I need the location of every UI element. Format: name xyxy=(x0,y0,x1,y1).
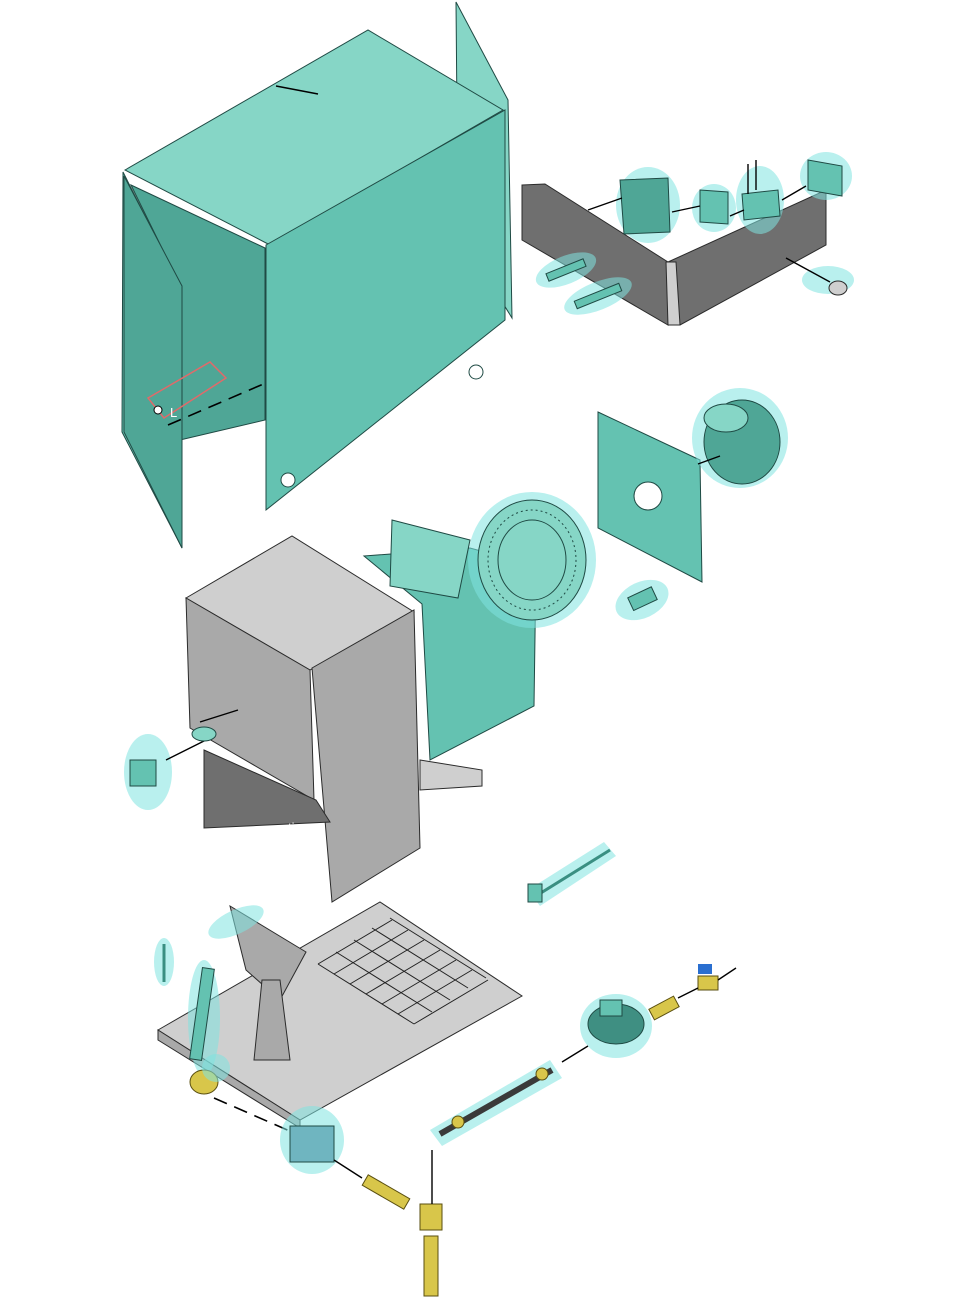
heat-exchanger-side-plate[interactable] xyxy=(311,609,421,903)
burner-grid xyxy=(317,917,489,1025)
bracket-component[interactable] xyxy=(800,152,852,200)
gas-train-assembly[interactable] xyxy=(189,964,737,1297)
orifice-elbow[interactable] xyxy=(189,1054,230,1095)
motor-mount-hole xyxy=(633,481,663,511)
front-panel-hole xyxy=(280,472,296,488)
brass-drip-leg[interactable] xyxy=(423,1235,439,1297)
burner-screw[interactable] xyxy=(204,898,269,945)
capacitor-clip[interactable] xyxy=(609,572,675,628)
motor-assembly[interactable] xyxy=(597,388,788,628)
heat-exchanger-assembly[interactable]: ting xyxy=(124,535,483,903)
heat-exchanger-label-partial: ting xyxy=(288,820,309,835)
control-board[interactable] xyxy=(616,167,680,243)
cabinet-top-panel[interactable] xyxy=(123,29,504,246)
shutoff-valve[interactable] xyxy=(697,964,719,991)
blower-motor[interactable] xyxy=(692,388,788,488)
grommet-plug[interactable] xyxy=(785,257,854,296)
brass-nipple-1[interactable] xyxy=(361,1174,411,1210)
terminal-screw-upper[interactable] xyxy=(531,245,601,295)
cabinet-front-door[interactable] xyxy=(123,175,183,549)
control-box-assembly[interactable] xyxy=(521,152,854,326)
heat-exchanger-base[interactable] xyxy=(203,749,331,829)
pressure-regulator[interactable] xyxy=(580,994,652,1058)
terminal-screw-lower[interactable] xyxy=(559,270,636,323)
limit-switch[interactable] xyxy=(124,734,172,810)
ignitor-rod[interactable] xyxy=(154,938,174,986)
cabinet-front-panel[interactable] xyxy=(265,109,506,512)
cabinet-assembly[interactable]: L xyxy=(121,1,513,549)
heat-exchanger-shelf xyxy=(419,759,483,791)
control-box-lip xyxy=(665,261,681,326)
ignitor-bracket[interactable] xyxy=(188,960,220,1076)
brass-tee[interactable] xyxy=(419,1203,443,1231)
blower-wheel[interactable] xyxy=(468,492,596,628)
gas-valve[interactable] xyxy=(280,1106,344,1174)
brass-nipple-2[interactable] xyxy=(648,995,680,1021)
blower-housing-assembly[interactable] xyxy=(362,492,596,761)
flex-connector[interactable] xyxy=(430,1060,562,1146)
cabinet-label-partial: L xyxy=(170,405,177,420)
burner-tray-assembly[interactable] xyxy=(154,898,523,1129)
transformer-component[interactable] xyxy=(736,160,784,234)
front-panel-hole xyxy=(468,364,484,380)
blower-housing-side xyxy=(389,519,471,599)
flame-sensor[interactable] xyxy=(527,842,616,906)
burner-venturi[interactable] xyxy=(253,979,291,1061)
relay-component[interactable] xyxy=(692,184,736,232)
